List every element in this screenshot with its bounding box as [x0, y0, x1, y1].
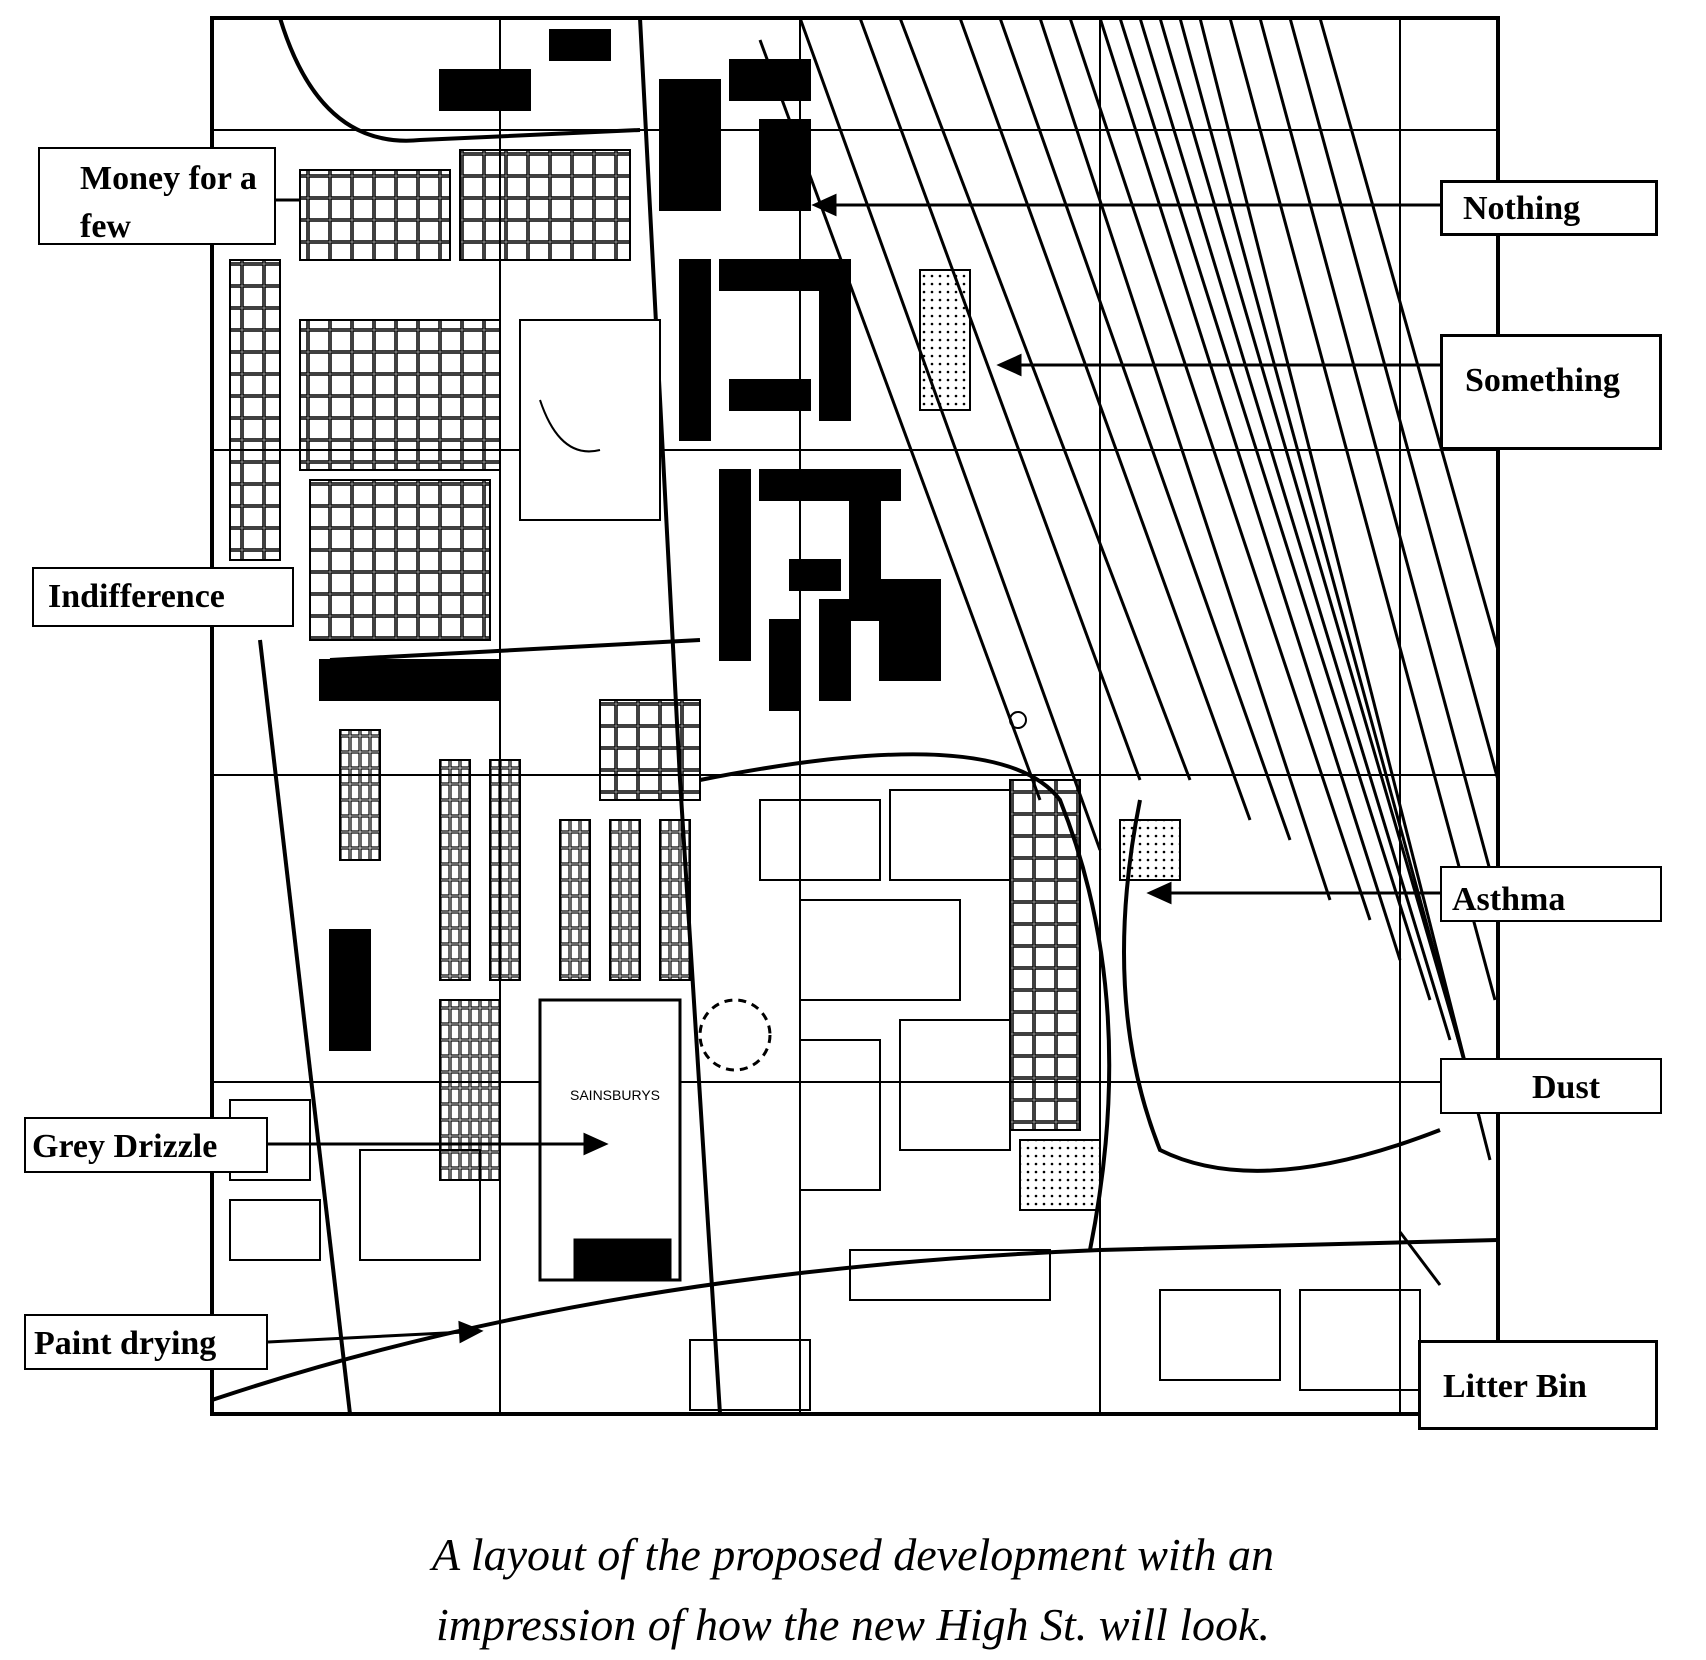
label-nothing: Nothing [1440, 180, 1658, 236]
map-caption: A layout of the proposed development wit… [0, 1520, 1706, 1660]
label-dust: Dust [1440, 1058, 1662, 1114]
label-paint-drying: Paint drying [24, 1314, 268, 1370]
label-grey-drizzle: Grey Drizzle [24, 1117, 268, 1173]
housing-blocks [229, 149, 661, 641]
dark-housing [439, 29, 941, 711]
south-plots [229, 269, 1421, 1411]
label-litter-bin: Litter Bin [1418, 1340, 1658, 1430]
caption-line-2: impression of how the new High St. will … [436, 1599, 1270, 1650]
superstore [538, 998, 772, 1282]
label-something: Something [1440, 334, 1662, 450]
label-money-for-a-few: Money for a few [38, 147, 276, 245]
caption-line-1: A layout of the proposed development wit… [432, 1529, 1274, 1580]
map-label-store: SAINSBURYS [570, 1087, 660, 1103]
label-asthma: Asthma [1440, 866, 1662, 922]
works-buildings [759, 779, 1101, 1301]
label-indifference: Indifference [32, 567, 294, 627]
pointer-arrows [267, 193, 1442, 1344]
railway-tracks [758, 18, 1498, 1161]
